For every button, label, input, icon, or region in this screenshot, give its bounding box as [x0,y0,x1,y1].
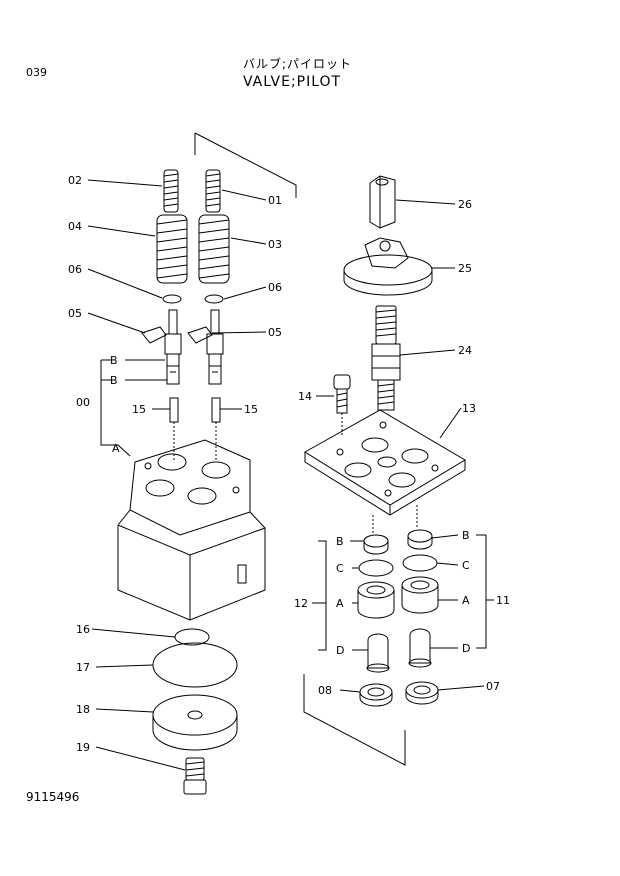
callout-04: 04 [68,220,82,233]
spring-04 [156,214,188,284]
o-ring-c-right [402,554,438,572]
spacer-05-right [187,326,213,344]
label-a-right-right: A [462,594,470,607]
callout-13: 13 [462,402,476,415]
plunger-left [164,309,182,385]
callout-08: 08 [318,684,332,697]
callout-05-right: 05 [268,326,282,339]
assembly-bracket-left [194,132,297,198]
ring-b-right [407,529,433,550]
callout-19: 19 [76,741,90,754]
ring-b-left [363,534,389,555]
callout-01: 01 [268,194,282,207]
title-english: VALVE;PILOT [243,74,342,90]
assembly-bracket-right [303,674,406,766]
label-c-right-left: C [336,562,344,575]
pin-15-left [169,397,179,423]
bushing-a-left [357,581,395,619]
label-b-upper: B [110,354,118,367]
valve-body-housing [117,439,266,621]
title-japanese: バルブ;パイロット [243,57,353,71]
cap-07 [405,681,439,705]
page-number: 039 [26,66,47,79]
callout-15-left: 15 [132,403,146,416]
label-d-right-right: D [462,642,470,655]
bushing-a-right [401,576,439,614]
plate-18 [152,694,238,751]
callout-14: 14 [298,390,312,403]
callout-18: 18 [76,703,90,716]
spring-02 [163,169,179,213]
spring-03 [198,214,230,284]
callout-24: 24 [458,344,472,357]
callout-07: 07 [486,680,500,693]
label-a-body: A [112,442,120,455]
callout-15-right: 15 [244,403,258,416]
hex-nut-26 [369,175,396,229]
callout-11: 11 [496,594,510,607]
o-ring-c-left [358,559,394,577]
plunger-d-right [408,628,432,668]
plug-19 [183,757,207,795]
spring-01 [205,169,221,213]
label-c-right-right: C [462,559,470,572]
bolt-14 [333,374,351,436]
callout-12: 12 [294,597,308,610]
o-ring-17 [152,642,238,688]
callout-02: 02 [68,174,82,187]
callout-00: 00 [76,396,90,409]
spacer-05-left [141,326,167,344]
callout-05-left: 05 [68,307,82,320]
plunger-right [206,309,224,385]
label-a-right-left: A [336,597,344,610]
stem-24 [371,305,401,411]
flange-nut-25 [343,237,433,296]
callout-06-right: 06 [268,281,282,294]
label-b-right-right: B [462,529,470,542]
plate-13 [304,409,466,516]
pin-15-right [211,397,221,423]
label-b-lower: B [110,374,118,387]
plunger-d-left [366,633,390,673]
callout-17: 17 [76,661,90,674]
callout-16: 16 [76,623,90,636]
ring-06-left [162,294,182,304]
callout-26: 26 [458,198,472,211]
callout-25: 25 [458,262,472,275]
callout-03: 03 [268,238,282,251]
callout-06-left: 06 [68,263,82,276]
label-d-right-left: D [336,644,344,657]
document-code: 9115496 [26,790,80,804]
ring-06-right [204,294,224,304]
label-b-right-left: B [336,535,344,548]
cap-08 [359,683,393,707]
